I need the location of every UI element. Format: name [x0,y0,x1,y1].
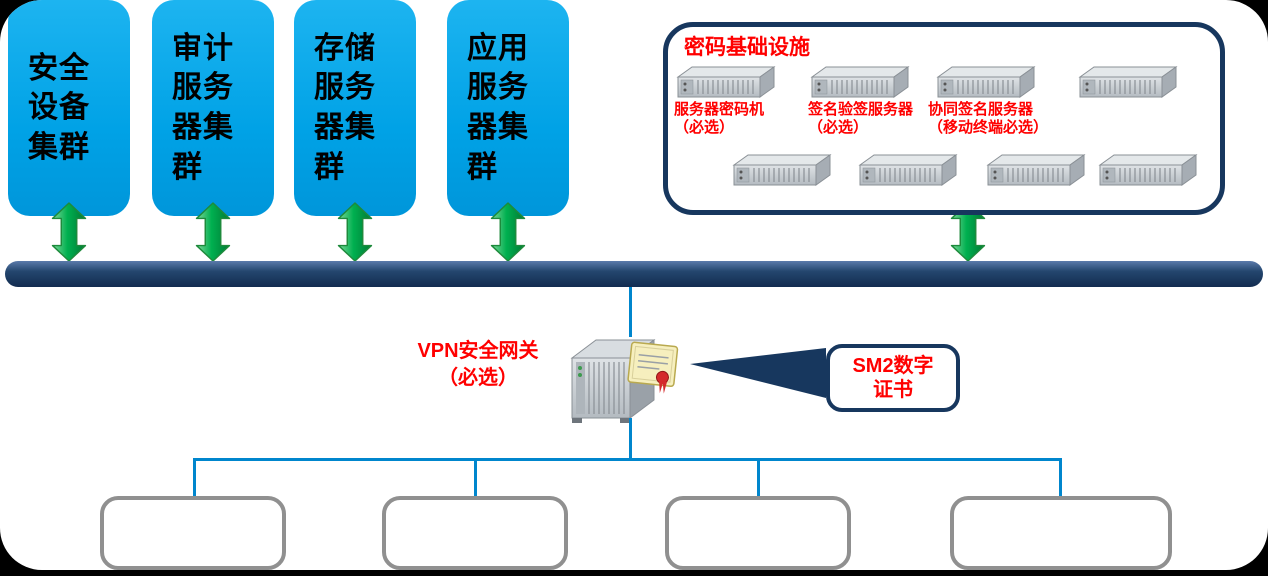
connector-line-horizontal [193,458,1061,461]
server-label-collaborative-signing: 协同签名服务器 （移动终端必选） [928,101,1049,136]
connector-line-vertical [1059,458,1062,498]
sm2-callout-box: SM2数字 证书 [826,344,960,412]
callout-wedge [690,348,826,398]
connector-line-vertical [629,287,632,337]
server-label-cipher-machine: 服务器密码机 （必选） [674,101,765,136]
server-icon [811,66,909,98]
server-icon [859,154,957,186]
server-icon [733,154,831,186]
cluster-label: 应用服务器集群 [467,31,529,184]
sm2-callout-label: SM2数字 证书 [852,355,934,401]
double-arrow-icon [337,202,373,262]
vpn-gateway-icon [570,339,679,423]
server-icon [987,154,1085,186]
vpn-gateway-label: VPN安全网关 （必选） [417,340,539,389]
server-label-signature-verification: 签名验签服务器 （必选） [808,101,914,136]
endpoint-box [382,496,568,570]
cluster-label: 存储服务器集群 [314,31,376,184]
endpoint-box [665,496,851,570]
connector-line-vertical [757,458,760,498]
crypto-infrastructure-box: 密码基础设施 服务器密码机 （必选） 签名验签服务器 （必选） 协同签名服务器 … [663,22,1225,215]
cluster-box-application: 应用服务器集群 [447,0,569,216]
double-arrow-icon [490,202,526,262]
double-arrow-icon [195,202,231,262]
certificate-icon [627,341,679,394]
double-arrow-icon [51,202,87,262]
cluster-label: 审计服务器集群 [172,31,234,184]
connector-line-vertical [193,458,196,498]
cluster-box-security: 安全设备集群 [8,0,130,216]
server-icon [1099,154,1197,186]
endpoint-box [950,496,1172,570]
server-icon [1079,66,1177,98]
cluster-box-storage: 存储服务器集群 [294,0,416,216]
cluster-box-audit: 审计服务器集群 [152,0,274,216]
network-bus-bar [5,261,1263,287]
cluster-label: 安全设备集群 [28,51,90,164]
server-icon [677,66,775,98]
server-icon [937,66,1035,98]
connector-line-vertical [629,418,632,460]
crypto-infrastructure-title: 密码基础设施 [684,36,810,59]
endpoint-box [100,496,286,570]
connector-line-vertical [474,458,477,498]
